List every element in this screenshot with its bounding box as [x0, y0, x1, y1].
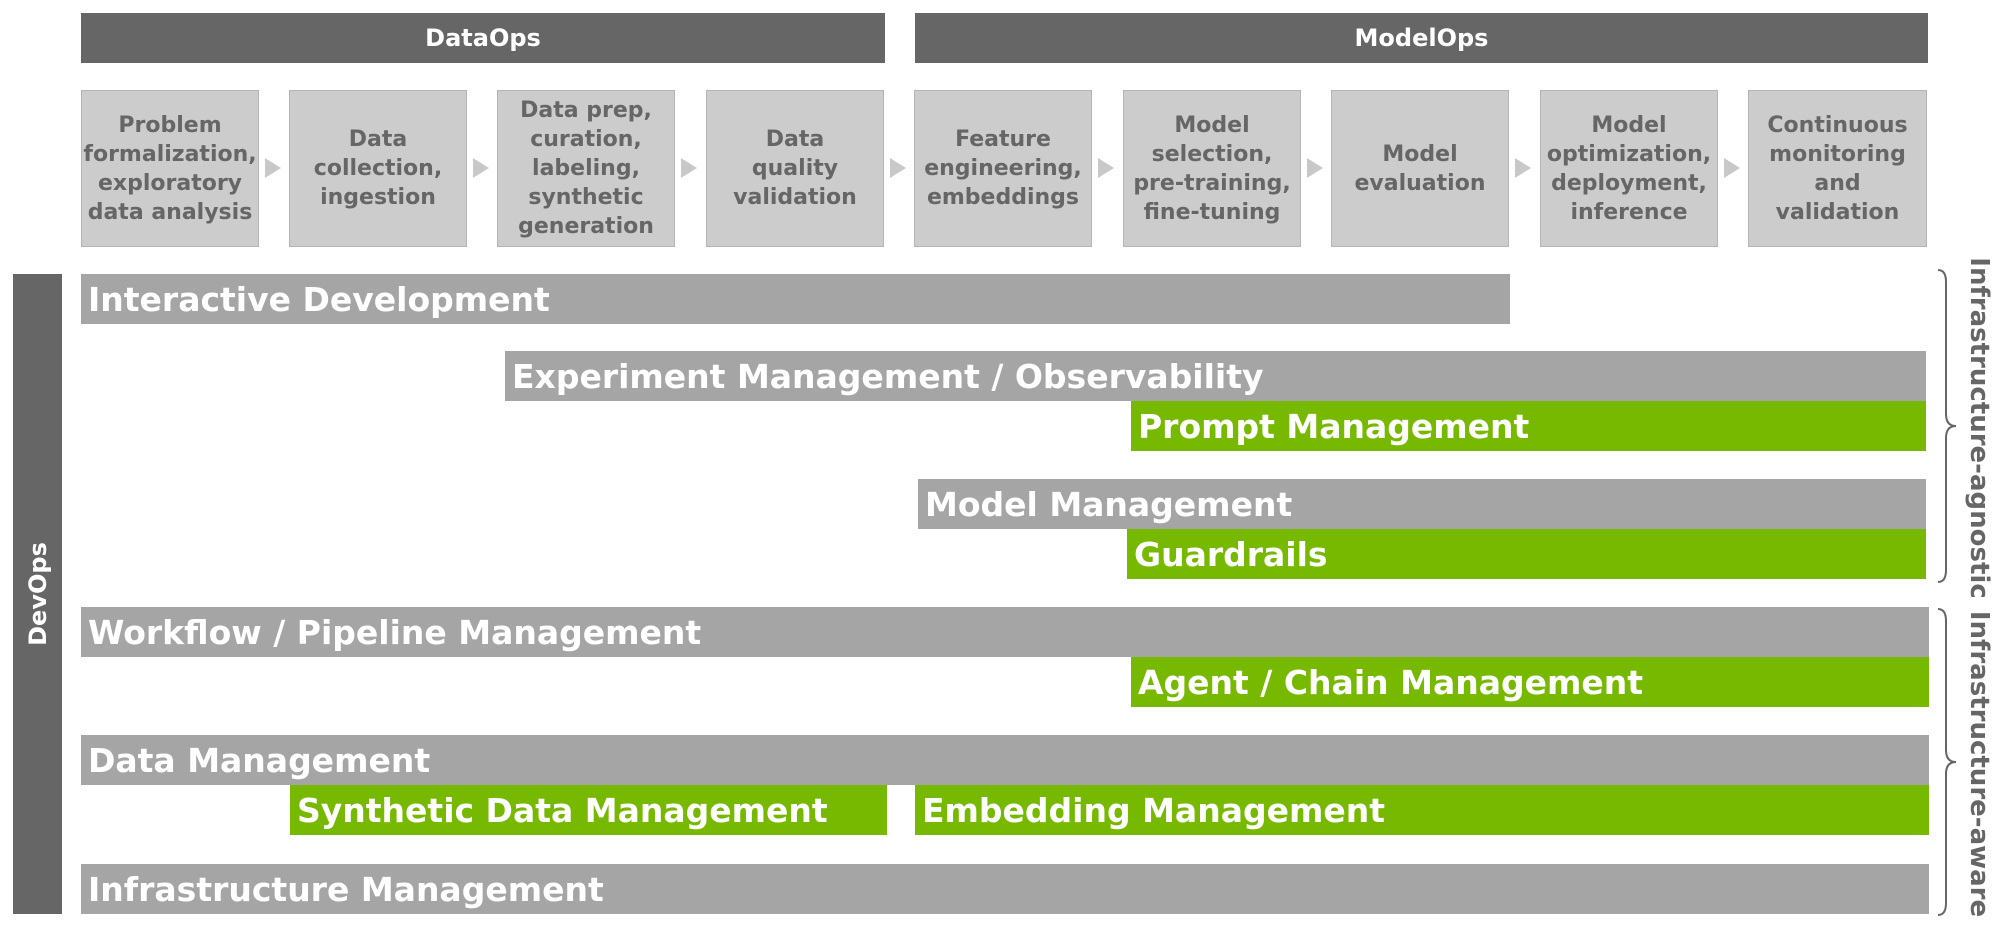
arrow-icon [890, 158, 906, 178]
stage-model-evaluation: Model evaluation [1331, 90, 1509, 247]
bar-interactive-development: Interactive Development [81, 274, 1510, 324]
stage-feature-engineering: Feature engineering, embeddings [914, 90, 1092, 247]
bar-infrastructure-management: Infrastructure Management [81, 864, 1929, 914]
stage-data-prep: Data prep, curation, labeling, synthetic… [497, 90, 675, 247]
arrow-icon [681, 158, 697, 178]
bar-prompt-management: Prompt Management [1131, 401, 1926, 451]
stage-problem-formalization: Problem formalization, exploratory data … [81, 90, 259, 247]
label-infrastructure-aware: Infrastructure-aware [1964, 610, 1994, 918]
modelops-header: ModelOps [915, 13, 1928, 63]
arrow-icon [265, 158, 281, 178]
arrow-icon [473, 158, 489, 178]
brace-infrastructure-aware [1937, 608, 1957, 916]
bar-synthetic-data-management: Synthetic Data Management [290, 785, 887, 835]
arrow-icon [1307, 158, 1323, 178]
arrow-icon [1515, 158, 1531, 178]
bar-guardrails: Guardrails [1127, 529, 1926, 579]
bar-model-management: Model Management [918, 479, 1926, 529]
dataops-header: DataOps [81, 13, 885, 63]
stage-data-collection: Data collection, ingestion [289, 90, 467, 247]
devops-bar: DevOps [13, 274, 62, 914]
stage-model-optimization: Model optimization, deployment, inferenc… [1540, 90, 1718, 247]
arrow-icon [1724, 158, 1740, 178]
bar-agent-chain-management: Agent / Chain Management [1131, 657, 1929, 707]
bar-embedding-management: Embedding Management [915, 785, 1929, 835]
bar-experiment-management: Experiment Management / Observability [505, 351, 1926, 401]
devops-label: DevOps [23, 542, 52, 646]
label-infrastructure-agnostic: Infrastructure-agnostic [1964, 257, 1994, 599]
stage-data-quality-validation: Data quality validation [706, 90, 884, 247]
brace-infrastructure-agnostic [1937, 269, 1957, 583]
bar-workflow-management: Workflow / Pipeline Management [81, 607, 1929, 657]
bar-data-management: Data Management [81, 735, 1929, 785]
stage-continuous-monitoring: Continuous monitoring and validation [1748, 90, 1927, 247]
arrow-icon [1098, 158, 1114, 178]
stage-model-selection: Model selection, pre-training, fine-tuni… [1123, 90, 1301, 247]
